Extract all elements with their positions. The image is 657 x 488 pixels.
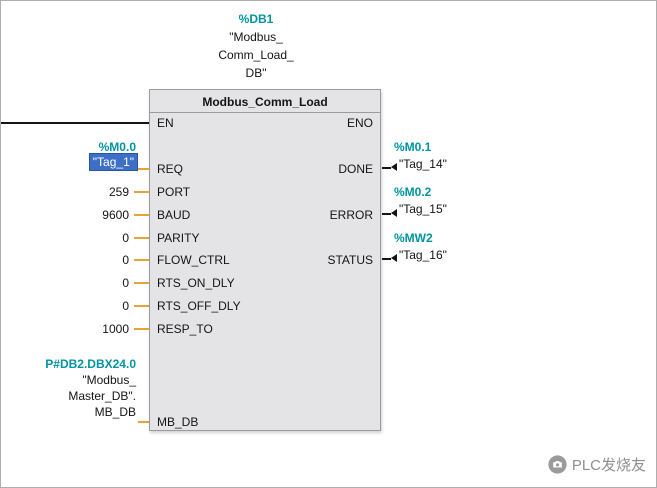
operand-mb-db-name-line3[interactable]: MB_DB: [94, 405, 136, 419]
error-arrow-icon: [391, 209, 397, 217]
resp-to-wire: [134, 328, 149, 330]
block-title[interactable]: Modbus_Comm_Load: [202, 95, 328, 109]
instance-db-name-line3[interactable]: DB": [245, 66, 267, 80]
port-wire: [134, 191, 149, 193]
baud-wire: [134, 214, 149, 216]
operand-error-tag[interactable]: "Tag_15": [399, 202, 447, 216]
pin-rts-off-dly[interactable]: RTS_OFF_DLY: [157, 299, 241, 313]
operand-port-value[interactable]: 259: [108, 185, 129, 199]
modbus-comm-load-block[interactable]: Modbus_Comm_Load EN ENO REQ PORT BAUD PA…: [149, 89, 381, 431]
parity-wire: [134, 237, 149, 239]
operand-error-address[interactable]: %M0.2: [394, 185, 432, 199]
pin-status[interactable]: STATUS: [327, 253, 373, 267]
operand-mb-db-address[interactable]: P#DB2.DBX24.0: [45, 357, 136, 371]
pin-mb-db[interactable]: MB_DB: [157, 415, 199, 429]
status-arrow-icon: [391, 254, 397, 262]
operand-rts-on-dly-value[interactable]: 0: [122, 276, 129, 290]
operand-req-address[interactable]: %M0.0: [98, 140, 136, 154]
pin-baud[interactable]: BAUD: [157, 208, 191, 222]
power-rail-wire: [1, 122, 149, 124]
pin-resp-to[interactable]: RESP_TO: [157, 322, 213, 336]
operand-resp-to-value[interactable]: 1000: [102, 322, 129, 336]
rts-off-dly-wire: [134, 305, 149, 307]
operand-done-tag[interactable]: "Tag_14": [399, 157, 447, 171]
operand-mb-db-name-line1[interactable]: "Modbus_: [82, 373, 136, 387]
operand-status-tag[interactable]: "Tag_16": [399, 248, 447, 262]
done-arrow-icon: [391, 163, 397, 171]
watermark: PLC发烧友: [548, 454, 646, 475]
pin-eno[interactable]: ENO: [346, 116, 373, 130]
pin-rts-on-dly[interactable]: RTS_ON_DLY: [157, 276, 235, 290]
instance-db-address[interactable]: %DB1: [238, 12, 274, 26]
operand-baud-value[interactable]: 9600: [102, 208, 129, 222]
selected-tag[interactable]: "Tag_1": [88, 153, 139, 171]
instance-db-name-line2[interactable]: Comm_Load_: [218, 48, 294, 62]
operand-parity-value[interactable]: 0: [122, 231, 129, 245]
operand-mb-db[interactable]: P#DB2.DBX24.0 "Modbus_ Master_DB". MB_DB: [45, 356, 136, 420]
instance-db-header[interactable]: %DB1 "Modbus_ Comm_Load_ DB": [171, 10, 341, 82]
pin-port[interactable]: PORT: [157, 185, 191, 199]
mb-db-wire: [138, 421, 149, 423]
operand-flow-ctrl-value[interactable]: 0: [122, 253, 129, 267]
pin-done[interactable]: DONE: [338, 162, 373, 176]
operand-status-address[interactable]: %MW2: [394, 231, 433, 245]
pin-req[interactable]: REQ: [157, 162, 184, 176]
camera-icon: [548, 455, 567, 474]
watermark-label: PLC发烧友: [571, 457, 646, 474]
pin-flow-ctrl[interactable]: FLOW_CTRL: [157, 253, 230, 267]
flow-ctrl-wire: [134, 259, 149, 261]
operand-req-tag[interactable]: "Tag_1": [88, 153, 139, 171]
instance-db-name-line1[interactable]: "Modbus_: [229, 30, 283, 44]
error-wire: [382, 213, 391, 215]
done-wire: [382, 167, 391, 169]
operand-done-address[interactable]: %M0.1: [394, 140, 432, 154]
pin-parity[interactable]: PARITY: [157, 231, 200, 245]
block-title-divider: [150, 112, 380, 113]
pin-en[interactable]: EN: [157, 116, 174, 130]
status-wire: [382, 258, 391, 260]
operand-mb-db-name-line2[interactable]: Master_DB".: [68, 389, 136, 403]
rts-on-dly-wire: [134, 282, 149, 284]
req-wire: [138, 168, 149, 170]
pin-error[interactable]: ERROR: [329, 208, 373, 222]
operand-rts-off-dly-value[interactable]: 0: [122, 299, 129, 313]
